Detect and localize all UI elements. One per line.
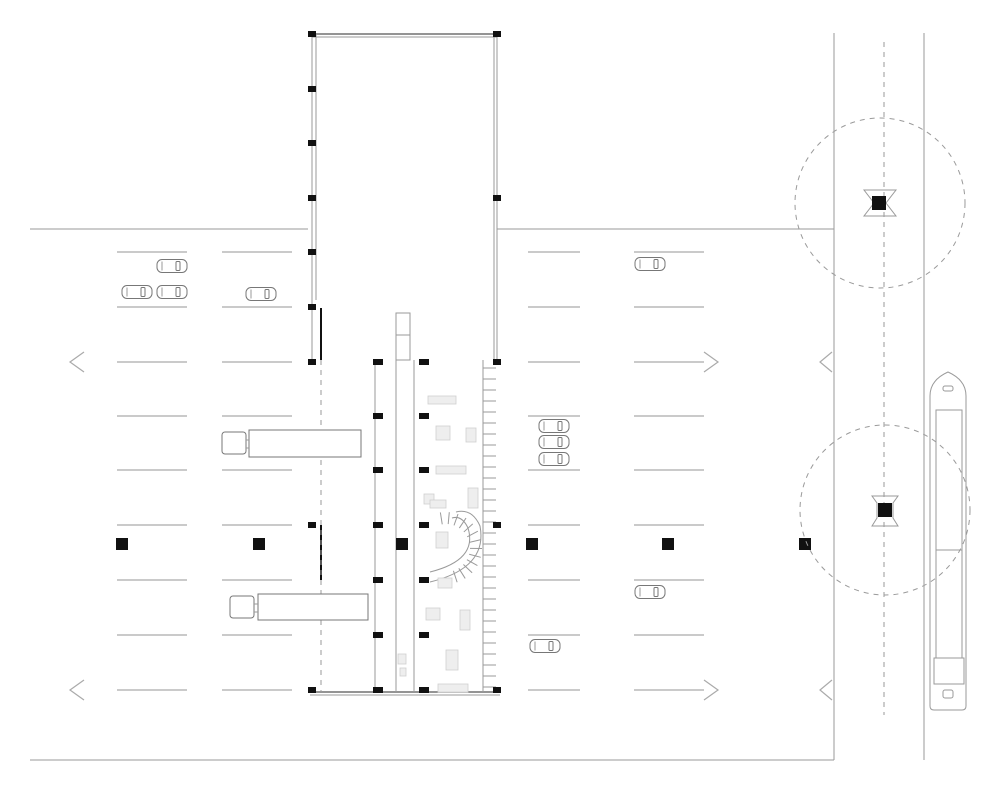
car xyxy=(634,585,666,599)
column xyxy=(373,632,383,638)
column xyxy=(308,359,316,365)
stair-step xyxy=(458,568,466,579)
column xyxy=(253,538,265,550)
stair-step xyxy=(463,523,474,533)
site-boundary xyxy=(30,33,925,761)
column xyxy=(308,687,316,693)
spiral-stair xyxy=(429,510,483,583)
column xyxy=(396,538,408,550)
car xyxy=(529,639,561,653)
car xyxy=(245,287,277,301)
column xyxy=(662,538,674,550)
stair-step xyxy=(452,570,458,583)
column xyxy=(308,140,316,146)
column xyxy=(373,467,383,473)
column xyxy=(419,577,429,583)
column xyxy=(308,31,316,37)
column xyxy=(493,687,501,693)
stair-step xyxy=(463,564,473,574)
boat xyxy=(929,371,967,711)
column xyxy=(308,86,316,92)
stair-step xyxy=(467,530,479,538)
column xyxy=(493,359,501,365)
column xyxy=(493,522,501,528)
column xyxy=(419,467,429,473)
column xyxy=(308,304,316,310)
column xyxy=(419,522,429,528)
truck-lower xyxy=(229,593,369,621)
column xyxy=(116,538,128,550)
stair-step xyxy=(453,513,459,526)
column xyxy=(373,413,383,419)
turnaround-upper xyxy=(794,117,966,289)
car xyxy=(121,285,153,299)
car xyxy=(538,419,570,433)
stair-step xyxy=(469,553,481,558)
car xyxy=(538,435,570,449)
column xyxy=(799,538,811,550)
stair-step xyxy=(439,512,443,525)
car xyxy=(156,285,188,299)
turnaround-lower xyxy=(799,424,971,596)
parking-stripes xyxy=(117,251,704,691)
column xyxy=(526,538,538,550)
ramp xyxy=(483,367,496,688)
column xyxy=(419,687,429,693)
car xyxy=(634,257,666,271)
column xyxy=(419,413,429,419)
direction-arrows xyxy=(68,351,833,701)
column xyxy=(493,195,501,201)
column xyxy=(373,577,383,583)
column xyxy=(308,195,316,201)
column xyxy=(493,31,501,37)
column xyxy=(373,687,383,693)
structural-columns xyxy=(116,31,811,693)
column xyxy=(308,522,316,528)
truck-upper xyxy=(221,429,362,458)
stair-step xyxy=(458,517,467,529)
column xyxy=(373,359,383,365)
column xyxy=(419,359,429,365)
stair-step xyxy=(466,559,478,567)
parked-cars xyxy=(121,257,666,653)
car xyxy=(538,452,570,466)
column xyxy=(419,632,429,638)
car xyxy=(156,259,188,273)
column xyxy=(308,249,316,255)
column xyxy=(373,522,383,528)
furniture-blocks xyxy=(397,395,479,693)
stair-step xyxy=(469,539,482,543)
stair-step xyxy=(447,512,450,525)
